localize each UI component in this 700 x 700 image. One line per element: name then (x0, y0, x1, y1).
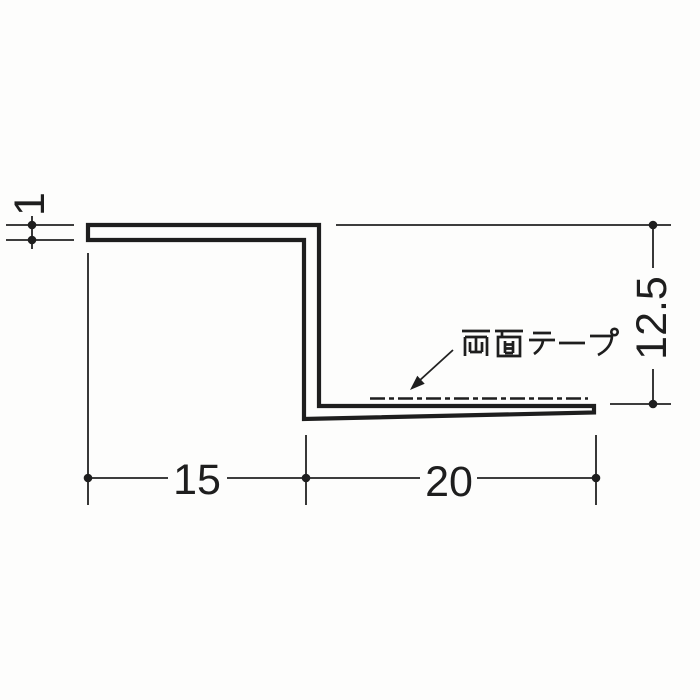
dim-width-left-value: 15 (173, 456, 221, 504)
dim-dot (83, 473, 93, 483)
dim-extension-lines (306, 435, 597, 505)
dim-width-left: 15 (83, 253, 311, 505)
dim-extension-lines (6, 216, 74, 249)
glyph-ryou (462, 329, 490, 356)
dim-width-right: 20 (306, 435, 601, 506)
dim-extension-lines (336, 224, 671, 405)
dim-thickness: 1 (6, 192, 74, 249)
dim-dot (648, 220, 658, 230)
dim-dot (27, 220, 37, 230)
dim-thickness-value: 1 (6, 192, 54, 216)
tape-label-glyphs (462, 327, 620, 358)
glyph-te (529, 331, 555, 356)
profile-outline (85, 222, 597, 422)
dim-width-right-value: 20 (425, 458, 473, 506)
dim-height-value: 12.5 (628, 276, 676, 360)
arrowhead-icon (410, 375, 425, 390)
dim-height: 12.5 (336, 220, 676, 409)
leader-line (418, 349, 454, 382)
dim-dot (27, 235, 37, 245)
glyph-men (495, 329, 523, 358)
tape-label (410, 327, 620, 390)
dim-dot (648, 399, 658, 409)
dim-extension-lines (87, 253, 307, 505)
dim-dot (591, 473, 601, 483)
glyph-pu (590, 327, 620, 357)
